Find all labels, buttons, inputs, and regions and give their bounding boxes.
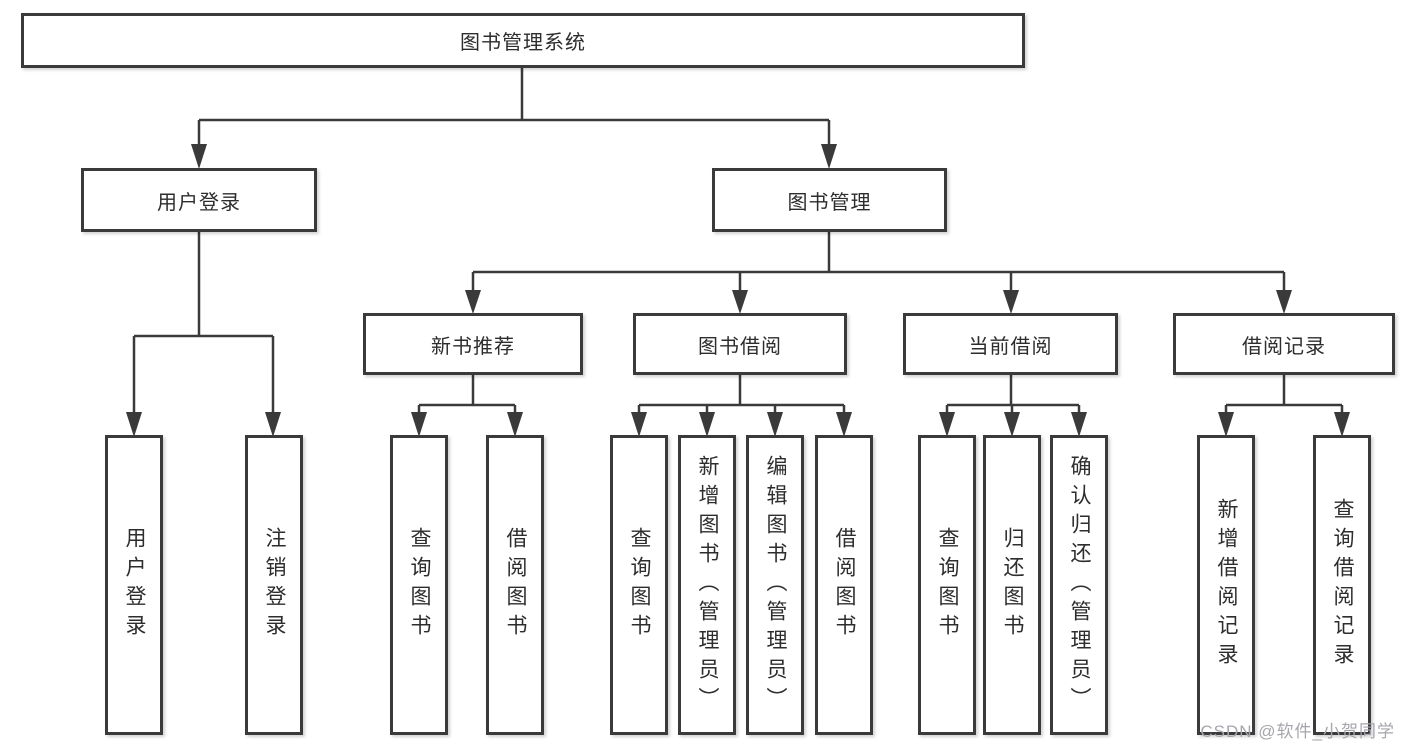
leaf-current-confirm-return-admin: 确认归还（管理员） [1050,435,1108,735]
leaf-newrec-borrow-books: 借阅图书 [486,435,544,735]
leaf-current-confirm-return-admin-label: 确认归还（管理员） [1068,454,1091,716]
leaf-records-add-record: 新增借阅记录 [1197,435,1255,735]
leaf-logout: 注销登录 [245,435,303,735]
node-new-book-recommendation: 新书推荐 [363,313,583,375]
leaf-current-query-books-label: 查询图书 [936,527,959,643]
leaf-borrow-edit-books-admin-label: 编辑图书（管理员） [764,454,787,716]
leaf-borrow-add-books-admin-label: 新增图书（管理员） [696,454,719,716]
leaf-newrec-query-books-label: 查询图书 [408,527,431,643]
leaf-records-add-record-label: 新增借阅记录 [1215,498,1238,672]
node-book-management: 图书管理 [712,168,947,232]
csdn-watermark: CSDN @软件_小贺同学 [1200,722,1395,741]
node-root: 图书管理系统 [21,13,1025,68]
leaf-borrow-query-books: 查询图书 [610,435,668,735]
leaf-current-return-books: 归还图书 [983,435,1041,735]
leaf-borrow-add-books-admin: 新增图书（管理员） [678,435,736,735]
leaf-borrow-borrow-books: 借阅图书 [815,435,873,735]
leaf-borrow-edit-books-admin: 编辑图书（管理员） [746,435,804,735]
node-current-borrowing-label: 当前借阅 [968,335,1053,358]
node-user-login-label: 用户登录 [157,191,241,214]
leaf-borrow-borrow-books-label: 借阅图书 [833,527,856,643]
node-new-book-recommendation-label: 新书推荐 [431,335,515,358]
node-root-label: 图书管理系统 [460,32,586,54]
node-current-borrowing: 当前借阅 [903,313,1118,375]
leaf-newrec-borrow-books-label: 借阅图书 [504,527,527,643]
leaf-records-query-record: 查询借阅记录 [1313,435,1371,735]
node-book-borrowing: 图书借阅 [633,313,847,375]
leaf-current-query-books: 查询图书 [918,435,976,735]
leaf-borrow-query-books-label: 查询图书 [628,527,651,643]
node-borrowing-records-label: 借阅记录 [1242,335,1326,358]
leaf-user-login-label: 用户登录 [123,527,146,643]
leaf-current-return-books-label: 归还图书 [1001,527,1024,643]
leaf-newrec-query-books: 查询图书 [390,435,448,735]
node-borrowing-records: 借阅记录 [1173,313,1395,375]
leaf-records-query-record-label: 查询借阅记录 [1331,498,1354,672]
leaf-user-login: 用户登录 [105,435,163,735]
node-book-borrowing-label: 图书借阅 [698,335,782,358]
node-user-login: 用户登录 [81,168,317,232]
leaf-logout-label: 注销登录 [263,527,286,643]
node-book-management-label: 图书管理 [787,191,872,214]
